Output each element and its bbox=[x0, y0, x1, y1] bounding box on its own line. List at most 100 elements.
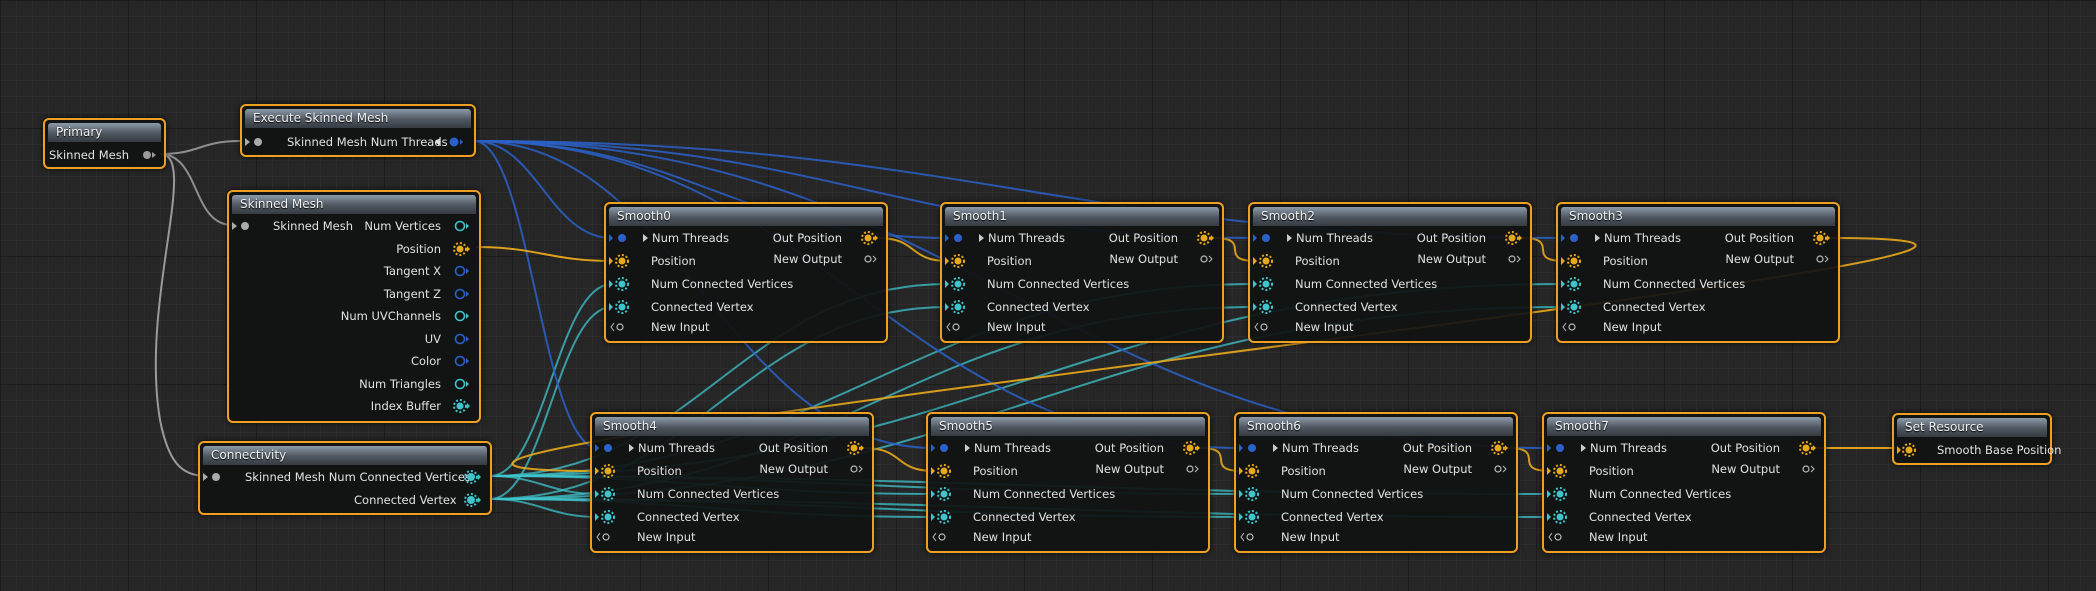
mesh-wire[interactable] bbox=[159, 153, 233, 226]
pin-output[interactable]: Color bbox=[229, 353, 479, 369]
gear-pin-icon[interactable] bbox=[944, 299, 968, 315]
ring-pin-icon[interactable] bbox=[452, 263, 472, 279]
pin-input[interactable]: Num Connected Vertices bbox=[606, 276, 886, 292]
connectivity-wire[interactable] bbox=[489, 283, 613, 477]
pin-input[interactable]: New Input bbox=[942, 319, 1222, 335]
empty-pin-icon[interactable] bbox=[846, 461, 866, 477]
pin-connected-vertex-out[interactable]: Connected Vertex bbox=[200, 492, 490, 508]
pin-input[interactable]: Connected Vertex bbox=[606, 299, 886, 315]
pin-skinned-mesh-out[interactable]: Skinned Mesh bbox=[45, 147, 164, 163]
pin-input[interactable]: Num Threads bbox=[1558, 230, 1838, 246]
empty-pin-icon[interactable] bbox=[1812, 251, 1832, 267]
blue-pin-icon[interactable] bbox=[594, 440, 618, 456]
gear-pin-icon[interactable] bbox=[944, 253, 968, 269]
empty-pin-icon[interactable] bbox=[596, 529, 616, 545]
empty-pin-icon[interactable] bbox=[610, 319, 630, 335]
node-connectivity[interactable]: Connectivity Skinned Mesh Num Connected … bbox=[198, 441, 492, 515]
empty-pin-icon[interactable] bbox=[1798, 461, 1818, 477]
expand-arrow-icon[interactable] bbox=[978, 230, 986, 246]
node-execute-skinned-mesh[interactable]: Execute Skinned Mesh Skinned Mesh Num Th… bbox=[240, 104, 476, 157]
gear-pin-icon[interactable] bbox=[1560, 299, 1584, 315]
gear-pin-icon[interactable] bbox=[1560, 253, 1584, 269]
pin-new-output[interactable]: New Output bbox=[1236, 461, 1516, 477]
pin-input[interactable]: New Input bbox=[928, 529, 1208, 545]
gear-pin-icon[interactable] bbox=[608, 276, 632, 292]
pin-input[interactable]: Connected Vertex bbox=[1236, 509, 1516, 525]
position-wire[interactable] bbox=[1213, 237, 1257, 262]
pin-input[interactable]: Position bbox=[1236, 463, 1516, 479]
blue-pin-icon[interactable] bbox=[432, 134, 466, 150]
yellow-gear-pin-icon[interactable] bbox=[1490, 440, 1510, 456]
position-wire[interactable] bbox=[475, 246, 613, 262]
expand-arrow-icon[interactable] bbox=[642, 230, 650, 246]
node-smooth-5[interactable]: Smooth5 Num Threads Position Num Connect… bbox=[926, 412, 1210, 553]
pin-input[interactable]: New Input bbox=[1250, 319, 1530, 335]
pin-new-output[interactable]: New Output bbox=[606, 251, 886, 267]
ring-pin-icon[interactable] bbox=[452, 331, 472, 347]
pin-input[interactable]: Position bbox=[606, 253, 886, 269]
connectivity-wire[interactable] bbox=[489, 498, 599, 518]
pin-out-position[interactable]: Out Position bbox=[942, 230, 1222, 246]
empty-pin-icon[interactable] bbox=[932, 529, 952, 545]
node-primary[interactable]: Primary Skinned Mesh bbox=[43, 118, 166, 169]
gear-pin-icon[interactable] bbox=[608, 253, 632, 269]
cyan-gear-pin-icon[interactable] bbox=[463, 492, 483, 508]
node-smooth-6[interactable]: Smooth6 Num Threads Position Num Connect… bbox=[1234, 412, 1518, 553]
gear-pin-icon[interactable] bbox=[1560, 276, 1584, 292]
pin-input[interactable]: Position bbox=[1544, 463, 1824, 479]
pin-input[interactable]: Connected Vertex bbox=[928, 509, 1208, 525]
ring-pin-icon[interactable] bbox=[452, 353, 472, 369]
node-skinned-mesh[interactable]: Skinned Mesh Skinned Mesh Num Vertices P… bbox=[227, 190, 481, 423]
pin-input[interactable]: Num Threads bbox=[592, 440, 872, 456]
pin-input[interactable]: Num Connected Vertices bbox=[592, 486, 872, 502]
pin-input[interactable]: Connected Vertex bbox=[1558, 299, 1838, 315]
pin-skinned-mesh-num-connected-vertices[interactable]: Skinned Mesh Num Connected Vertices bbox=[200, 469, 490, 485]
empty-pin-icon[interactable] bbox=[946, 319, 966, 335]
position-wire[interactable] bbox=[1199, 447, 1243, 472]
pin-input[interactable]: Num Threads bbox=[942, 230, 1222, 246]
node-smooth-1[interactable]: Smooth1 Num Threads Position Num Connect… bbox=[940, 202, 1224, 343]
position-wire[interactable] bbox=[877, 237, 949, 262]
pin-input[interactable]: Position bbox=[942, 253, 1222, 269]
expand-arrow-icon[interactable] bbox=[1286, 230, 1294, 246]
cyan-gear-pin-icon[interactable] bbox=[463, 469, 483, 485]
gray-pin-icon[interactable] bbox=[140, 147, 158, 163]
gear-pin-icon[interactable] bbox=[930, 463, 954, 479]
position-wire[interactable] bbox=[1521, 237, 1565, 262]
mesh-wire[interactable] bbox=[159, 140, 241, 155]
empty-pin-icon[interactable] bbox=[1240, 529, 1260, 545]
node-smooth-3[interactable]: Smooth3 Num Threads Position Num Connect… bbox=[1556, 202, 1840, 343]
yellow-gear-pin-icon[interactable] bbox=[1504, 230, 1524, 246]
pin-new-output[interactable]: New Output bbox=[942, 251, 1222, 267]
expand-arrow-icon[interactable] bbox=[964, 440, 972, 456]
pin-out-position[interactable]: Out Position bbox=[1250, 230, 1530, 246]
blue-pin-icon[interactable] bbox=[1238, 440, 1262, 456]
empty-pin-icon[interactable] bbox=[1504, 251, 1524, 267]
pin-out-position[interactable]: Out Position bbox=[592, 440, 872, 456]
pin-skinned-mesh-num-threads[interactable]: Skinned Mesh Num Threads bbox=[242, 134, 474, 150]
expand-arrow-icon[interactable] bbox=[1594, 230, 1602, 246]
empty-pin-icon[interactable] bbox=[1548, 529, 1568, 545]
pin-out-position[interactable]: Out Position bbox=[606, 230, 886, 246]
yellow-gear-pin-icon[interactable] bbox=[846, 440, 866, 456]
pin-input[interactable]: Num Threads bbox=[1544, 440, 1824, 456]
yellow-gear-pin-icon[interactable] bbox=[1812, 230, 1832, 246]
node-set-resource[interactable]: Set Resource Smooth Base Position bbox=[1892, 413, 2061, 465]
exec-wire[interactable] bbox=[473, 140, 613, 239]
gear-pin-icon[interactable] bbox=[930, 509, 954, 525]
gear-pin-icon[interactable] bbox=[594, 486, 618, 502]
gray-pin-icon[interactable] bbox=[231, 218, 253, 234]
gear-pin-icon[interactable] bbox=[1252, 276, 1276, 292]
empty-pin-icon[interactable] bbox=[1196, 251, 1216, 267]
node-smooth-2[interactable]: Smooth2 Num Threads Position Num Connect… bbox=[1248, 202, 1532, 343]
empty-pin-icon[interactable] bbox=[1254, 319, 1274, 335]
pin-new-output[interactable]: New Output bbox=[928, 461, 1208, 477]
gear-pin-icon[interactable] bbox=[1546, 463, 1570, 479]
pin-out-position[interactable]: Out Position bbox=[928, 440, 1208, 456]
yellow-gear-pin-icon[interactable] bbox=[1896, 442, 1918, 458]
pin-input[interactable]: Num Connected Vertices bbox=[1544, 486, 1824, 502]
ring-pin-icon[interactable] bbox=[452, 376, 472, 392]
pin-output[interactable]: Position bbox=[229, 241, 479, 257]
gear-pin-icon[interactable] bbox=[1252, 299, 1276, 315]
pin-input[interactable]: Num Connected Vertices bbox=[1558, 276, 1838, 292]
